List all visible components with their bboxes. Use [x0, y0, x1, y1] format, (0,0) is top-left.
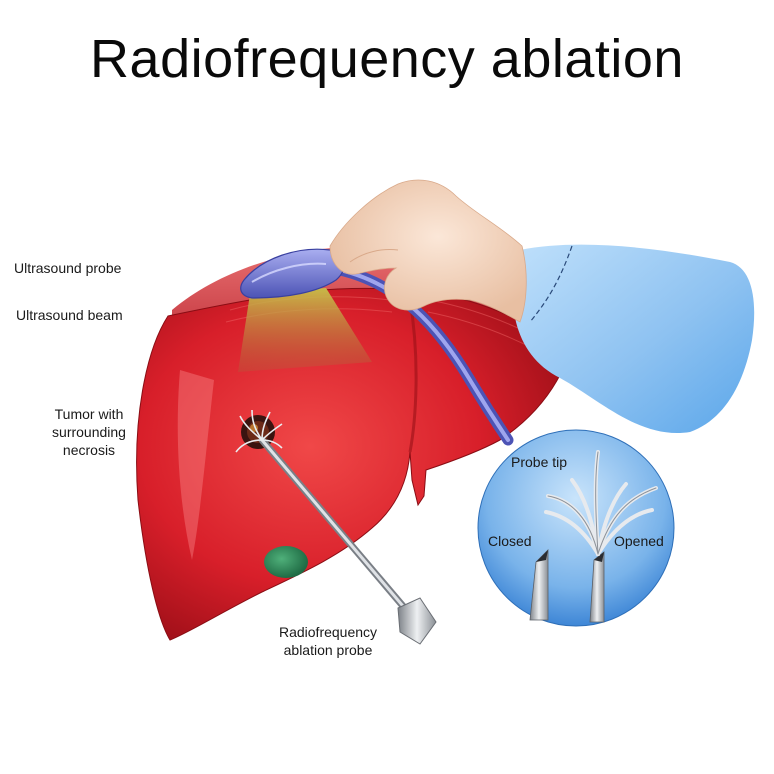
gallbladder: [264, 546, 308, 578]
label-ultrasound-probe: Ultrasound probe: [14, 260, 122, 276]
label-tumor-line1: Tumor with: [54, 406, 124, 422]
hand-finger-line: [349, 249, 399, 263]
liver-highlight: [177, 370, 214, 560]
probe-tip-inset: [477, 429, 675, 627]
sleeve: [511, 244, 755, 434]
label-rfa-probe-line2: ablation probe: [283, 642, 373, 658]
rfa-probe: [235, 409, 437, 645]
label-tumor-line2: surrounding: [52, 424, 126, 440]
label-tumor: Tumor with surrounding necrosis: [34, 405, 144, 459]
label-probe-tip: Probe tip: [511, 454, 568, 470]
label-tumor-line3: necrosis: [62, 442, 116, 458]
label-opened: Opened: [614, 533, 664, 549]
ultrasound-cable-highlight: [328, 266, 510, 442]
label-rfa-probe-line1: Radiofrequency: [278, 624, 378, 640]
page-title: Radiofrequency ablation: [90, 29, 684, 89]
ultrasound-beam: [238, 288, 372, 372]
liver-lobe-line: [408, 299, 418, 453]
label-ultrasound-beam: Ultrasound beam: [16, 307, 123, 323]
label-rfa-probe: Radiofrequency ablation probe: [258, 623, 398, 659]
ultrasound-probe: [240, 248, 345, 299]
sleeve-seam: [529, 245, 573, 323]
hand: [329, 179, 527, 323]
label-closed: Closed: [488, 533, 532, 549]
